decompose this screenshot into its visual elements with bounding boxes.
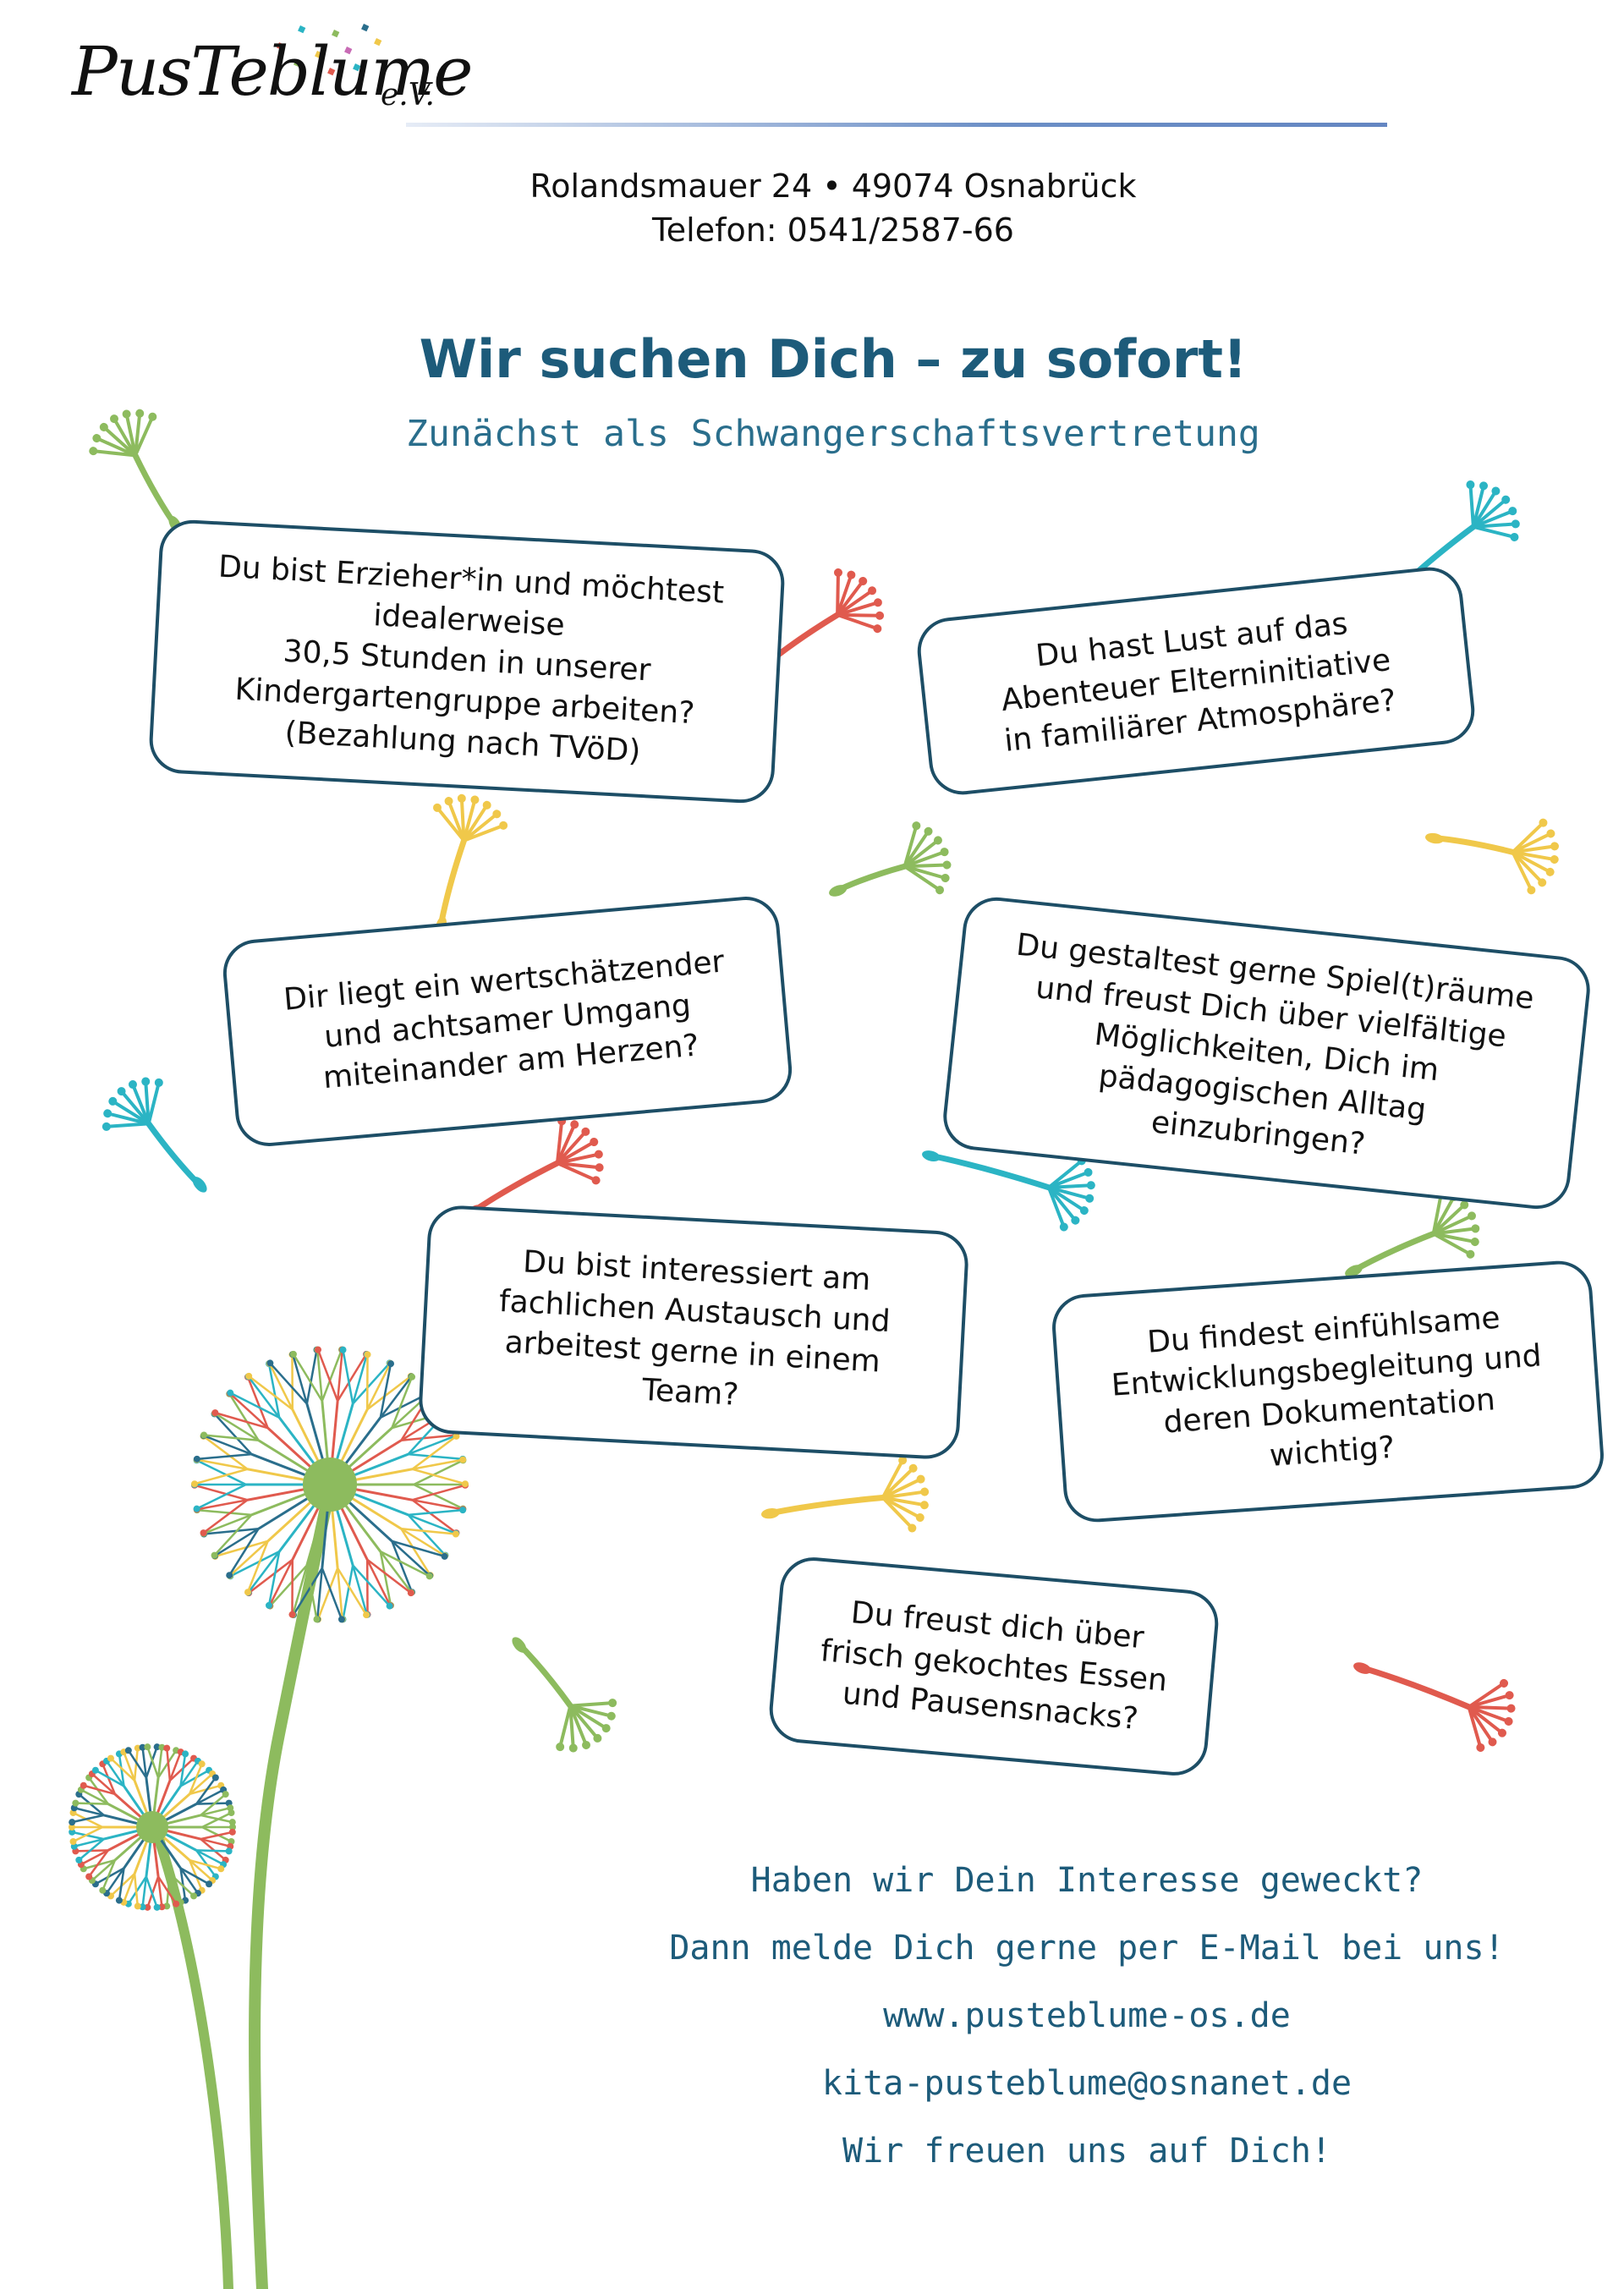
email-link[interactable]: kita-pusteblume@osnanet.de <box>821 2064 1352 2103</box>
header-divider <box>406 123 1387 127</box>
dandelion-stems <box>151 1483 336 2289</box>
question-card: Du bist Erzieher*in und möchtest idealer… <box>147 518 787 805</box>
website-link[interactable]: www.pusteblume-os.de <box>883 1996 1291 2035</box>
closing-call-to-action: Dann melde Dich gerne per E-Mail bei uns… <box>669 1929 1505 1968</box>
question-card: Du bist interessiert am fachlichen Austa… <box>417 1204 970 1461</box>
card-text: Du freust dich über frisch gekochtes Ess… <box>819 1595 1169 1737</box>
card-text: Du bist Erzieher*in und möchtest idealer… <box>217 549 725 769</box>
card-text: Du hast Lust auf das Abenteuer Elternini… <box>999 607 1398 759</box>
card-text: Du gestaltest gerne Spiel(t)räume und fr… <box>1014 927 1536 1162</box>
address-phone: Telefon: 0541/2587-66 <box>652 211 1014 249</box>
logo-name: PusTeblume <box>72 32 473 111</box>
logo: PusTeblume e.V. <box>72 17 473 144</box>
logo-suffix: e.V. <box>381 78 435 113</box>
page-title: Wir suchen Dich – zu sofort! <box>419 328 1248 390</box>
dandelion-icon <box>191 1346 469 1623</box>
dandelion-icon <box>69 1743 236 1911</box>
page-subtitle: Zunächst als Schwangerschaftsvertretung <box>406 413 1260 455</box>
closing-question: Haben wir Dein Interesse geweckt? <box>750 1861 1424 1900</box>
question-card: Du freust dich über frisch gekochtes Ess… <box>766 1554 1221 1779</box>
dandelion-seed-icon <box>89 409 1559 1753</box>
card-text: Du bist interessiert am fachlichen Austa… <box>498 1244 892 1413</box>
question-card: Du findest einfühlsame Entwicklungsbegle… <box>1050 1259 1606 1524</box>
card-text: Dir liegt ein wertschätzender und achtsa… <box>282 943 726 1095</box>
confetti-icon <box>277 23 382 76</box>
closing-greeting: Wir freuen uns auf Dich! <box>842 2132 1331 2171</box>
address-street: Rolandsmauer 24 • 49074 Osnabrück <box>529 167 1137 205</box>
card-text: Du findest einfühlsame Entwicklungsbegle… <box>1110 1300 1543 1474</box>
